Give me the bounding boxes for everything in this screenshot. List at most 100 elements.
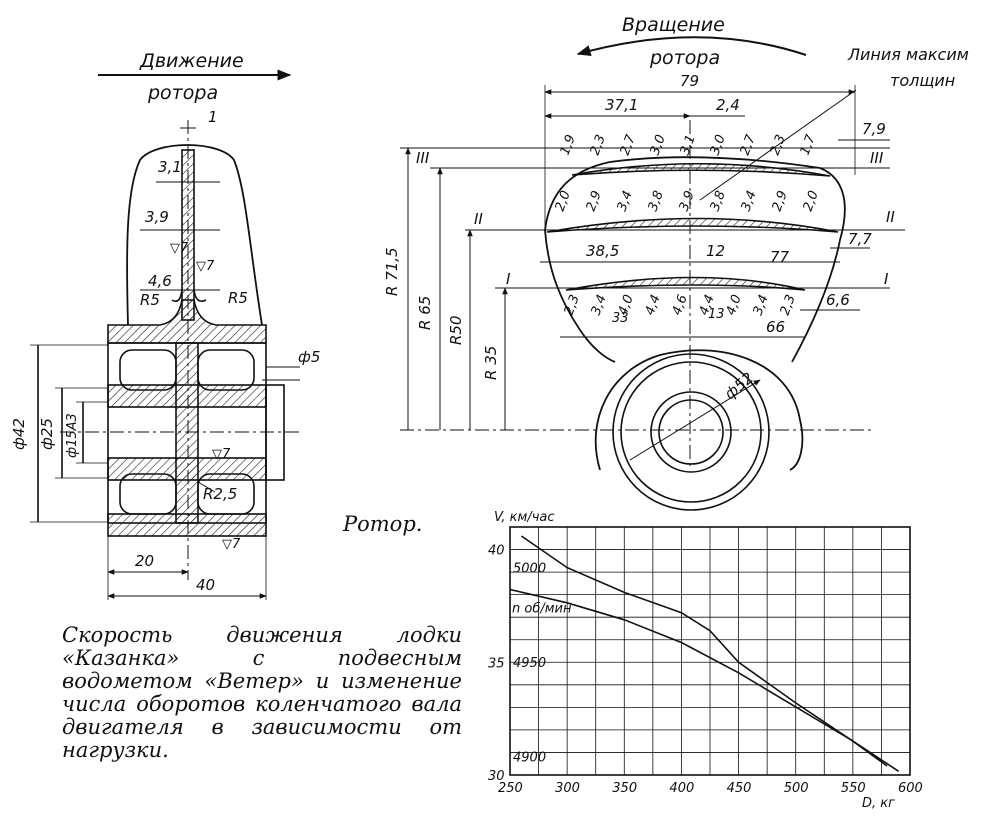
thickness-value: 3,8 (646, 189, 667, 214)
thickness-value: 1,9 (558, 133, 579, 158)
dim-r50: R50 (447, 315, 465, 345)
finish-mark-3: ▽7 (212, 447, 231, 462)
dim-7-9: 7,9 (862, 120, 886, 138)
dim-37-1: 37,1 (605, 96, 638, 114)
motion-label-2: ротора (147, 82, 218, 104)
thickness-value: 2,3 (588, 133, 609, 158)
dim-r71-5: R 71,5 (383, 247, 401, 296)
dim-r35: R 35 (482, 346, 500, 380)
dim-2-4: 2,4 (716, 96, 740, 114)
finish-mark-2: ▽7 (196, 259, 215, 274)
section-II-thickness-row: 2,0 2,9 3,4 3,8 3,9 3,8 3,4 2,9 2,0 (553, 189, 822, 214)
dim-r5-left: R5 (140, 291, 160, 309)
finish-mark-4: ▽7 (222, 537, 241, 552)
thickness-value: 4,4 (697, 293, 718, 318)
y-tick-label: 30 (488, 769, 505, 784)
rotation-label-2: ротора (649, 47, 720, 69)
thickness-value: 3,8 (708, 189, 729, 214)
x-axis-label: D, кг (862, 796, 895, 811)
max-thickness-label: Линия максим (847, 45, 969, 64)
section-label-II-right: II (886, 208, 895, 226)
dim-top-width: 1 (208, 108, 218, 126)
y2-tick-label: 5000 (513, 561, 546, 576)
dim-phi5: ф5 (298, 348, 320, 366)
dim-7-7: 7,7 (848, 230, 872, 248)
thickness-value: 3,4 (589, 293, 610, 318)
rotor-caption: Ротор. (343, 512, 423, 536)
rotation-label: Вращение (622, 14, 725, 36)
dim-6-6: 6,6 (826, 291, 850, 309)
thickness-value: 3,4 (739, 189, 760, 214)
thickness-value: 2,7 (618, 132, 639, 157)
y-tick-label: 40 (488, 544, 505, 559)
thickness-value: 3,0 (708, 133, 729, 158)
thickness-value: 2,0 (553, 189, 574, 214)
dim-66: 66 (766, 318, 785, 336)
dim-phi15: ф15А3 (65, 413, 80, 458)
dim-38-5: 38,5 (586, 242, 619, 260)
y2-axis-label: n об/мин (512, 602, 572, 617)
blade-profile-drawing (400, 36, 905, 511)
thickness-value: 4,6 (670, 293, 691, 318)
dim-33: 33 (612, 311, 629, 326)
thickness-value: 2,3 (778, 293, 799, 318)
x-tick-label: 300 (555, 781, 580, 796)
y2-tick-label: 4950 (513, 656, 546, 671)
thickness-value: 2,9 (584, 189, 605, 214)
dim-3-9: 3,9 (145, 208, 169, 226)
dim-total-width: 79 (680, 72, 699, 90)
thickness-value: 2,3 (768, 133, 789, 158)
thickness-value: 3,4 (615, 189, 636, 214)
section-label-III-right: III (870, 149, 884, 167)
dim-phi42: ф42 (10, 418, 28, 450)
section-label-I-left: I (506, 270, 511, 288)
rotor-section-labels: 1 3,1 3,9 4,6 R5 R5 ф5 ф42 ф25 ф15А3 R2,… (10, 108, 320, 594)
y2-tick-label: 4900 (513, 751, 546, 766)
section-III-thickness-row: 1,9 2,3 2,7 3,0 3,1 3,0 2,7 2,3 1,7 (558, 132, 819, 157)
speed-curve (520, 535, 888, 767)
dim-w20: 20 (135, 552, 154, 570)
x-tick-label: 550 (841, 781, 866, 796)
thickness-value: 2,0 (801, 189, 822, 214)
thickness-value: 4,4 (643, 293, 664, 318)
blade-profile-labels: Вращение ротора Линия максим толщин 79 3… (383, 14, 969, 403)
rpm-curve (509, 588, 900, 772)
finish-mark-1: ▽7 (170, 241, 189, 256)
section-label-II-left: II (474, 210, 483, 228)
thickness-value: 4,0 (724, 293, 745, 318)
dim-w40: 40 (196, 576, 215, 594)
x-tick-label: 450 (727, 781, 752, 796)
dim-r5-right: R5 (228, 289, 248, 307)
motion-label: Движение (139, 50, 244, 72)
y-tick-label: 35 (488, 656, 505, 671)
thickness-value: 2,9 (770, 189, 791, 214)
dim-3-1: 3,1 (158, 158, 182, 176)
thickness-value: 3,1 (678, 133, 699, 158)
thickness-value: 2,7 (738, 132, 759, 157)
x-tick-label: 250 (498, 781, 523, 796)
x-tick-label: 600 (898, 781, 923, 796)
dim-r65: R 65 (416, 296, 434, 330)
dim-4-6: 4,6 (148, 272, 172, 290)
rotor-section-drawing: Движение ротора (30, 50, 300, 600)
section-label-III-left: III (416, 149, 430, 167)
thickness-value: 1,7 (798, 132, 819, 157)
max-thickness-label-2: толщин (890, 71, 955, 90)
x-tick-label: 500 (784, 781, 809, 796)
thickness-value: 2,3 (562, 293, 583, 318)
figure-caption: Скорость движения лодки «Казанка» с подв… (62, 623, 462, 762)
dim-77: 77 (770, 248, 790, 266)
x-tick-label: 400 (669, 781, 694, 796)
dim-12: 12 (706, 242, 725, 260)
dim-phi25: ф25 (38, 418, 56, 450)
thickness-value: 3,4 (751, 293, 772, 318)
dim-13: 13 (708, 307, 725, 322)
dim-r2-5: R2,5 (203, 485, 237, 503)
section-label-I-right: I (884, 270, 889, 288)
thickness-value: 3,0 (648, 133, 669, 158)
thickness-value: 3,9 (677, 189, 698, 214)
y-axis-label: V, км/час (494, 510, 555, 525)
